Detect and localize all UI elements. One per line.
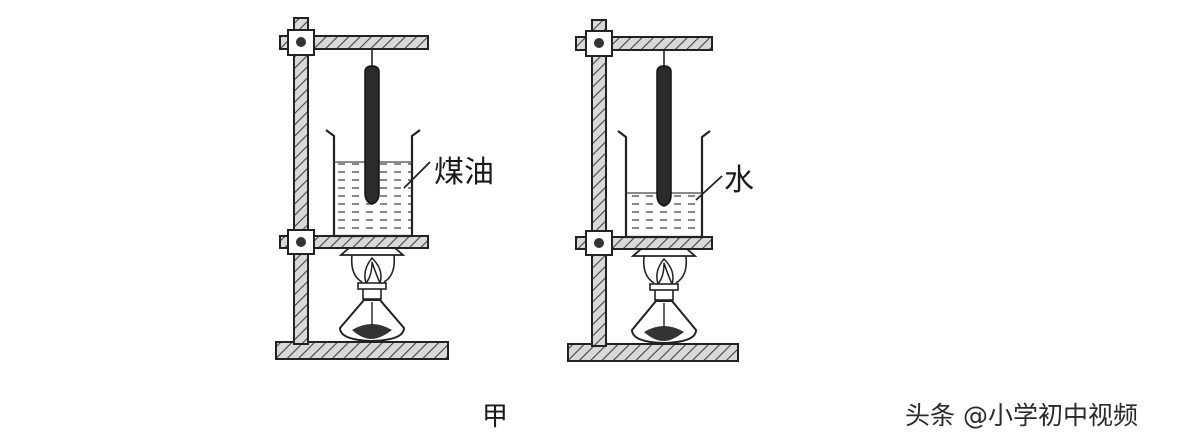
right-thermometer: [656, 50, 672, 207]
left-top-clamp: [287, 29, 315, 56]
left-support-rod: [293, 17, 309, 345]
left-alcohol-lamp: [338, 247, 406, 343]
right-support-rod: [591, 19, 607, 347]
watermark: 头条 @小学初中视频: [905, 401, 1138, 430]
left-thermometer: [364, 49, 380, 205]
left-top-arm: [279, 35, 429, 50]
left-apparatus: 煤油: [275, 17, 494, 360]
right-ring-clamp: [585, 230, 613, 256]
right-alcohol-lamp: [630, 248, 698, 345]
water-label: 水: [724, 163, 754, 198]
right-base-plate: [567, 343, 739, 362]
right-label-leader: [695, 175, 723, 201]
right-apparatus: 水: [567, 19, 754, 362]
left-base-plate: [275, 341, 449, 360]
figure-caption: 甲: [482, 402, 508, 432]
right-top-clamp: [585, 30, 613, 57]
left-label-leader: [403, 161, 431, 189]
kerosene-label: 煤油: [434, 155, 494, 190]
